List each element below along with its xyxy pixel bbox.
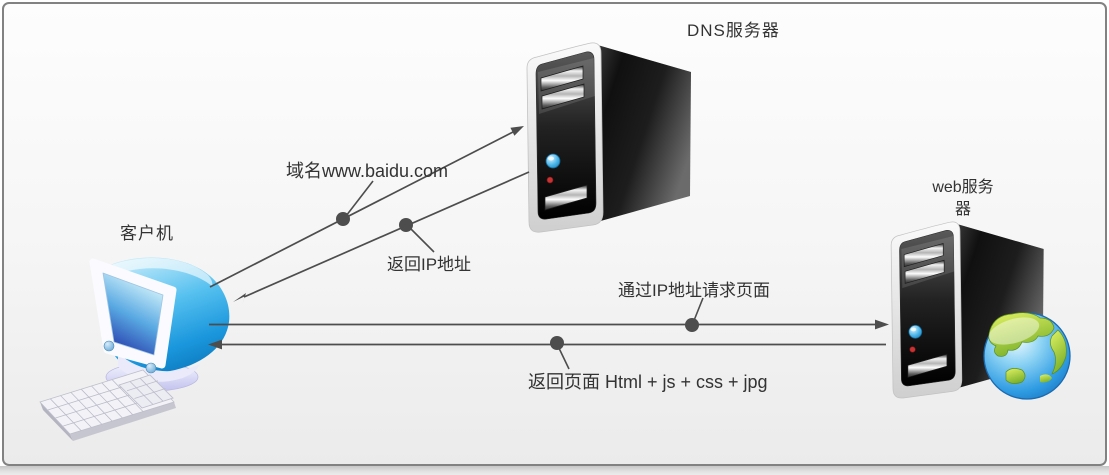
dns-server-label: DNS服务器: [687, 21, 780, 40]
bezel-screw: [145, 362, 157, 374]
flow-label-request-domain: 域名www.baidu.com: [286, 161, 449, 181]
waypoint-dot: [685, 318, 699, 332]
waypoint-dot: [550, 336, 564, 350]
arrowhead: [510, 126, 524, 136]
waypoint-dot: [399, 218, 413, 232]
globe-icon: [983, 312, 1071, 400]
arrowhead: [875, 319, 889, 330]
bottom-strip: [0, 466, 1109, 475]
arrowhead: [208, 339, 222, 350]
numpad: [118, 374, 174, 409]
leader-line: [345, 180, 374, 217]
dns-server-icon: [526, 42, 692, 233]
web-server-label-line1: web服务: [932, 179, 994, 196]
bezel-screw: [103, 340, 115, 352]
web-server-label-line2: 器: [954, 201, 971, 218]
arrow-return-ip: [243, 171, 530, 298]
flow-label-return-ip: 返回IP地址: [387, 255, 472, 274]
keyboard-icon: [39, 369, 176, 441]
flow-label-return-page: 返回页面 Html + js + css + jpg: [528, 372, 768, 392]
waypoint-dot: [336, 212, 350, 226]
client-label: 客户机: [120, 224, 174, 243]
arrow-request-domain: [209, 131, 514, 288]
monitor-screen: [102, 272, 164, 356]
client-computer-icon: [39, 257, 230, 441]
flow-label-request-page: 通过IP地址请求页面: [618, 281, 771, 300]
arrowhead: [233, 293, 246, 306]
web-server-label: web服务器: [923, 177, 1003, 221]
